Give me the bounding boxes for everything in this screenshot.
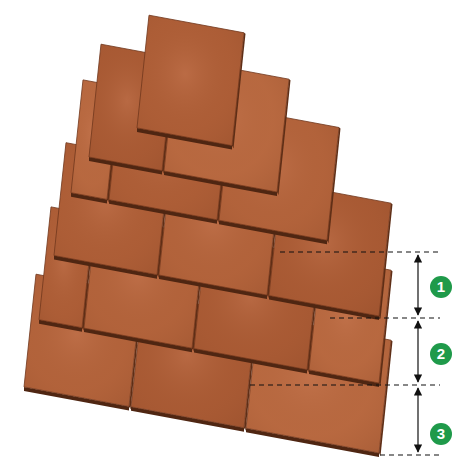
tile-texture [137,15,244,145]
dashed-guide [380,454,440,455]
dashed-guide [280,251,440,252]
tile-courses [24,15,393,457]
dimension-arrow [417,255,418,315]
dimension-arrow [417,388,418,452]
dashed-guide [250,384,440,385]
dimension-arrow [417,321,418,382]
roof-tile [137,15,244,145]
dashed-guide [330,317,440,318]
dimension-lines [250,252,440,455]
callout-number: 2 [430,343,452,365]
callout-number: 3 [430,423,452,445]
callout-number: 1 [430,276,452,298]
